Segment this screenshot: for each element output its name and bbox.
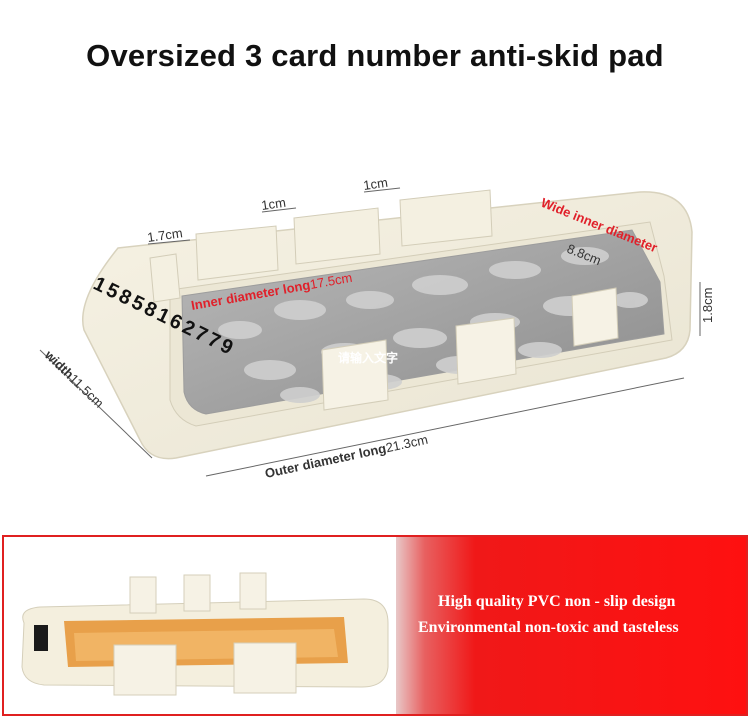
side-view-illustration <box>21 572 389 696</box>
product-illustration: 15858162779 请输入文字 1.7cm 1cm 1cm 1.8cm wi… <box>39 175 715 481</box>
features-red-background <box>396 537 746 714</box>
dim-width-value: 11.5cm <box>66 371 106 411</box>
feature-line-1: High quality PVC non - slip design <box>438 593 676 610</box>
mat-pattern <box>218 247 648 403</box>
dim-outer-value: 21.3cm <box>384 432 429 456</box>
dim-tab-right: 1cm <box>362 175 388 193</box>
anti-skid-mat <box>181 229 665 415</box>
feature-line-2: Environmental non-toxic and tasteless <box>418 619 679 636</box>
page-title: Oversized 3 card number anti-skid pad <box>86 38 664 73</box>
dim-tab-left: 1.7cm <box>146 225 183 245</box>
dim-outer: Outer diameter long21.3cm <box>264 432 430 481</box>
card-tabs <box>149 189 493 303</box>
features-panel: High quality PVC non - slip design Envir… <box>2 535 748 716</box>
dim-tab-mid: 1cm <box>260 195 286 213</box>
dim-height: 1.8cm <box>700 288 715 323</box>
watermark-text: 请输入文字 <box>338 350 398 365</box>
dim-inner-long-value: 17.5cm <box>309 270 354 292</box>
front-tabs <box>321 287 619 411</box>
